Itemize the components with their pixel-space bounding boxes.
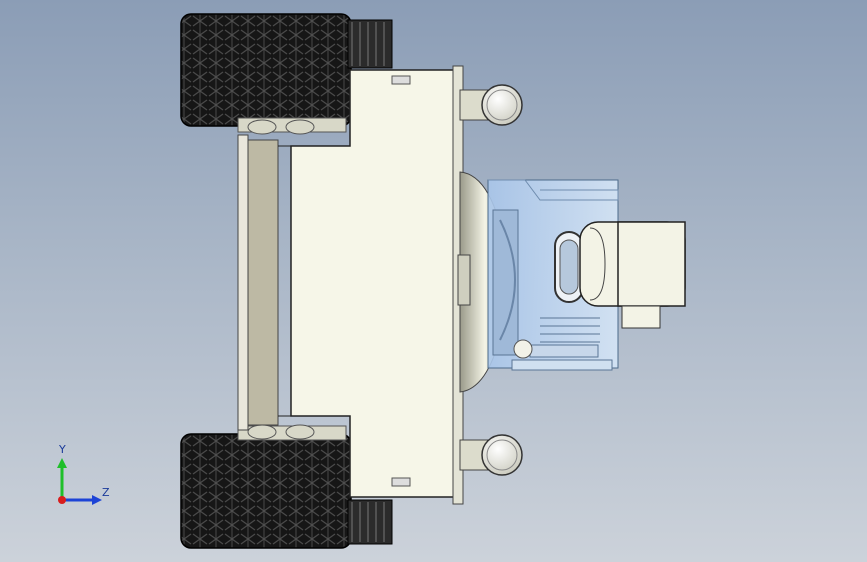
y-arrowhead — [57, 458, 67, 468]
axis-label-z: Z — [102, 486, 110, 499]
bottom-wheel — [180, 433, 352, 549]
top-wheel — [180, 13, 352, 127]
axis-label-y: Y — [59, 443, 66, 456]
camera-arm — [579, 221, 686, 329]
bottom-lamp — [459, 434, 523, 476]
z-arrowhead — [92, 495, 102, 505]
top-wheel-group — [180, 13, 393, 135]
x-axis-dot — [58, 496, 66, 504]
top-lamp — [459, 84, 523, 126]
side-rail — [242, 139, 279, 426]
axis-triad — [57, 458, 102, 505]
bottom-wheel-group — [180, 424, 393, 549]
